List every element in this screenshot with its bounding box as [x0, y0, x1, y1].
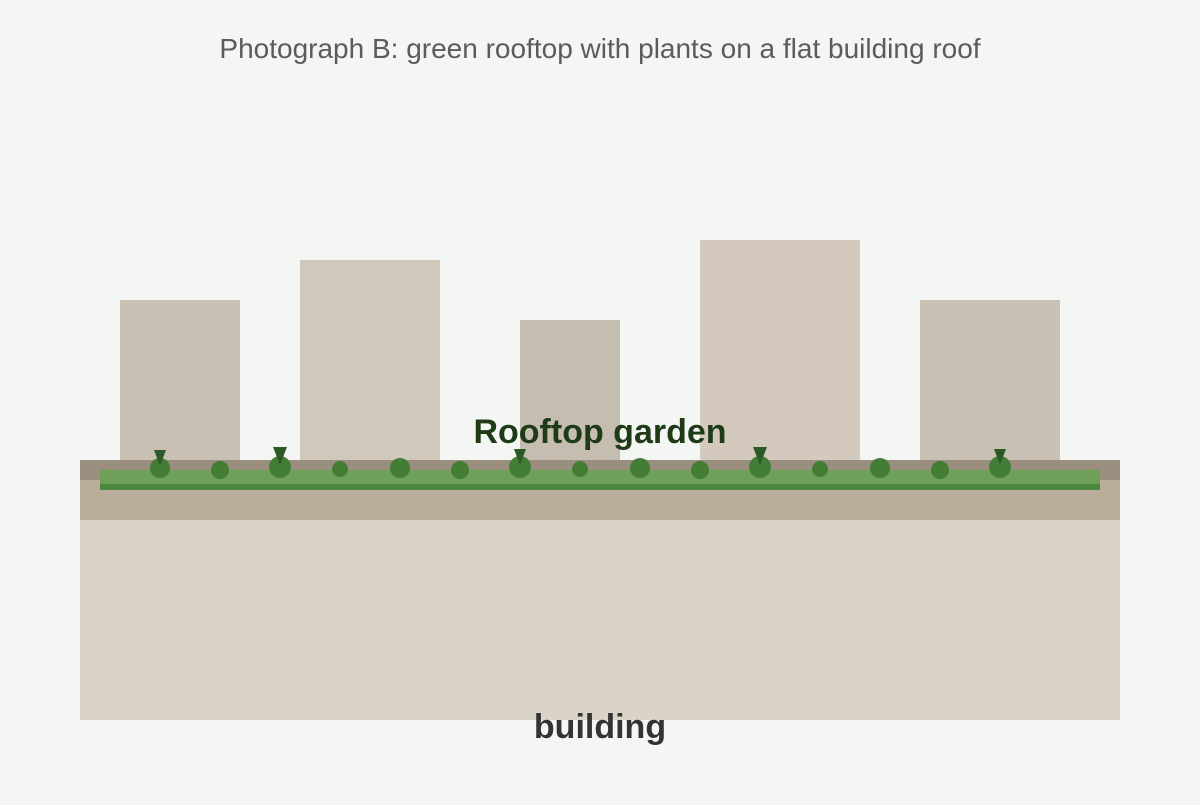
plant — [630, 458, 650, 478]
plant — [691, 461, 709, 479]
green-roof-edge — [100, 484, 1100, 490]
skyline-tower-1 — [120, 300, 240, 470]
plant — [989, 456, 1011, 478]
skyline-tower-5 — [920, 300, 1060, 470]
plant — [269, 456, 291, 478]
building-label: building — [533, 708, 667, 746]
skyline — [120, 240, 1060, 470]
plant-sprout — [273, 447, 287, 465]
plant-sprout — [994, 449, 1006, 465]
green-roof-turf — [100, 470, 1100, 486]
skyline-tower-2 — [300, 260, 440, 470]
plant-sprout — [154, 450, 166, 466]
plant — [812, 461, 828, 477]
plant — [931, 461, 949, 479]
plant-sprout — [514, 449, 526, 465]
plant — [749, 456, 771, 478]
photo-caption: Photograph B: green rooftop with plants … — [219, 33, 981, 64]
plant — [390, 458, 410, 478]
plant — [332, 461, 348, 477]
building-wall — [80, 515, 1120, 720]
plant — [451, 461, 469, 479]
plant — [211, 461, 229, 479]
plants — [150, 447, 1011, 479]
skyline-tower-3 — [520, 320, 620, 470]
rooftop-garden-label: Rooftop garden — [473, 413, 727, 451]
plant — [150, 458, 170, 478]
plant — [870, 458, 890, 478]
skyline-tower-4 — [700, 240, 860, 470]
plant-sprout — [753, 447, 767, 465]
plant — [509, 456, 531, 478]
plant — [572, 461, 588, 477]
